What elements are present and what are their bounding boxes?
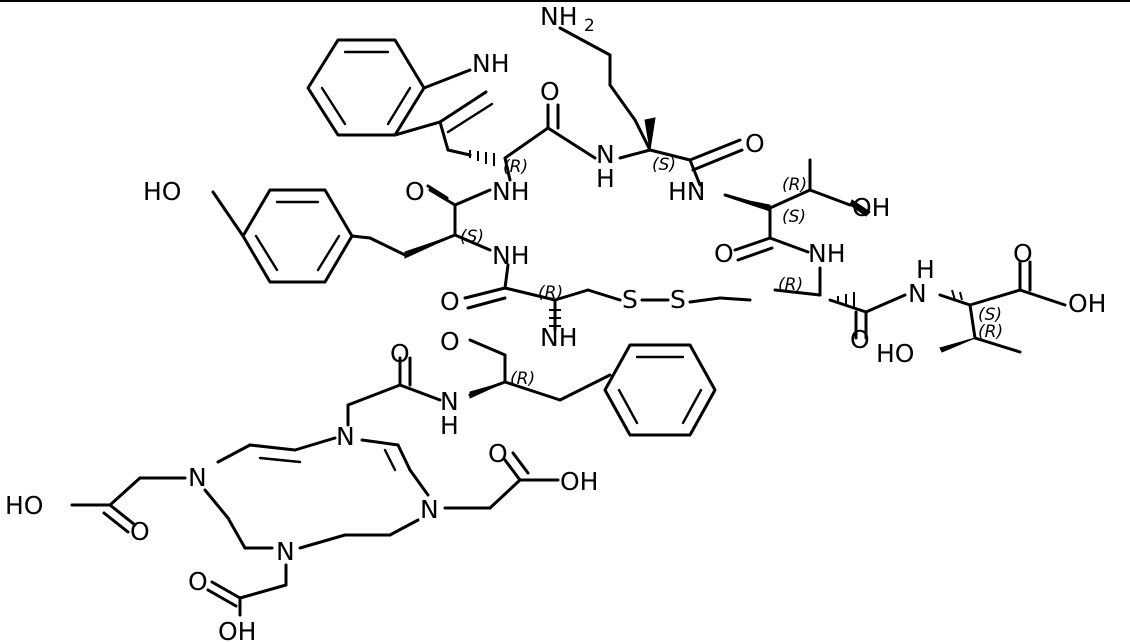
atom-o-dota-bottom: O xyxy=(188,567,208,596)
atom-n-cterm: N xyxy=(908,279,927,308)
atom-nh2: NH xyxy=(540,2,578,31)
stereo-bonds xyxy=(404,117,976,399)
stereo-cys-left: (R) xyxy=(538,283,563,303)
atom-oh-acid: OH xyxy=(1068,289,1106,318)
atom-nh-tyr: NH xyxy=(492,241,530,270)
stereo-phe: (R) xyxy=(510,369,535,389)
atom-n-ring-right: N xyxy=(420,495,439,524)
atom-o-cys-right: O xyxy=(850,325,870,354)
stereo-cys-right: (R) xyxy=(778,275,803,295)
atom-oh-dota-right: OH xyxy=(560,467,598,496)
stereo-thr-beta: (R) xyxy=(782,175,807,195)
phenyl-ring xyxy=(603,343,717,437)
atom-o-trp: O xyxy=(540,77,560,106)
lys-chain xyxy=(558,26,652,152)
atom-oh-thr: OH xyxy=(852,193,890,222)
atom-indole-nh: NH xyxy=(472,49,510,78)
atom-nh-cys-left: NH xyxy=(540,323,578,352)
atom-nh-cys-right: NH xyxy=(808,239,846,268)
atom-o-lys: O xyxy=(745,129,765,158)
atom-o-phe: O xyxy=(440,327,460,356)
atom-n-lys: N xyxy=(596,140,615,169)
atom-h-cterm: H xyxy=(916,255,935,284)
atom-h-phe: H xyxy=(440,411,459,440)
atom-o-thr: O xyxy=(714,239,734,268)
atom-h-lys: H xyxy=(596,164,615,193)
stereo-cterm-beta: (R) xyxy=(978,322,1003,342)
stereo-thr-alpha: (S) xyxy=(782,207,806,227)
atom-oh-dota-bottom: OH xyxy=(218,617,256,642)
atom-o-acid: O xyxy=(1013,239,1033,268)
atom-o-dota-right: O xyxy=(488,439,508,468)
atom-ho-cterm: HO xyxy=(876,339,914,368)
atom-s2: S xyxy=(622,285,638,314)
dota-ring xyxy=(70,436,560,617)
stereo-trp: (R) xyxy=(503,157,528,177)
atom-ho-tyr: HO xyxy=(143,177,181,206)
stereo-tyr: (S) xyxy=(460,227,484,247)
stereo-labels: (R) (S) (R) (S) (S) (R) (R) (S) (R) (R) xyxy=(460,155,1003,389)
atom-nh-trp: NH xyxy=(492,177,530,206)
atom-o-tyr: O xyxy=(405,177,425,206)
atom-n-ring-top: N xyxy=(336,422,355,451)
atom-o-gly: O xyxy=(390,339,410,368)
atom-s1: S xyxy=(670,285,686,314)
atom-ho-dota-left: HO xyxy=(5,491,43,520)
indole-ring xyxy=(306,38,494,152)
trp-side-chain xyxy=(446,148,472,157)
stereo-lys: (S) xyxy=(652,155,676,175)
atom-o-cys-left: O xyxy=(440,287,460,316)
atom-labels: NH 2 NH O N H O NH HN OH HO O O NH NH H … xyxy=(5,2,1106,642)
stereo-cterm-alpha: (S) xyxy=(978,305,1002,325)
tyrosine-ring xyxy=(211,188,372,284)
atom-nh2-subscript: 2 xyxy=(584,16,595,36)
atom-n-phe: N xyxy=(440,387,459,416)
atom-n-ring-bottom: N xyxy=(276,537,295,566)
atom-o-dota-left: O xyxy=(130,517,150,546)
backbone xyxy=(346,103,1067,427)
atom-n-ring-left: N xyxy=(188,463,207,492)
atom-hn-thr: HN xyxy=(668,177,706,206)
